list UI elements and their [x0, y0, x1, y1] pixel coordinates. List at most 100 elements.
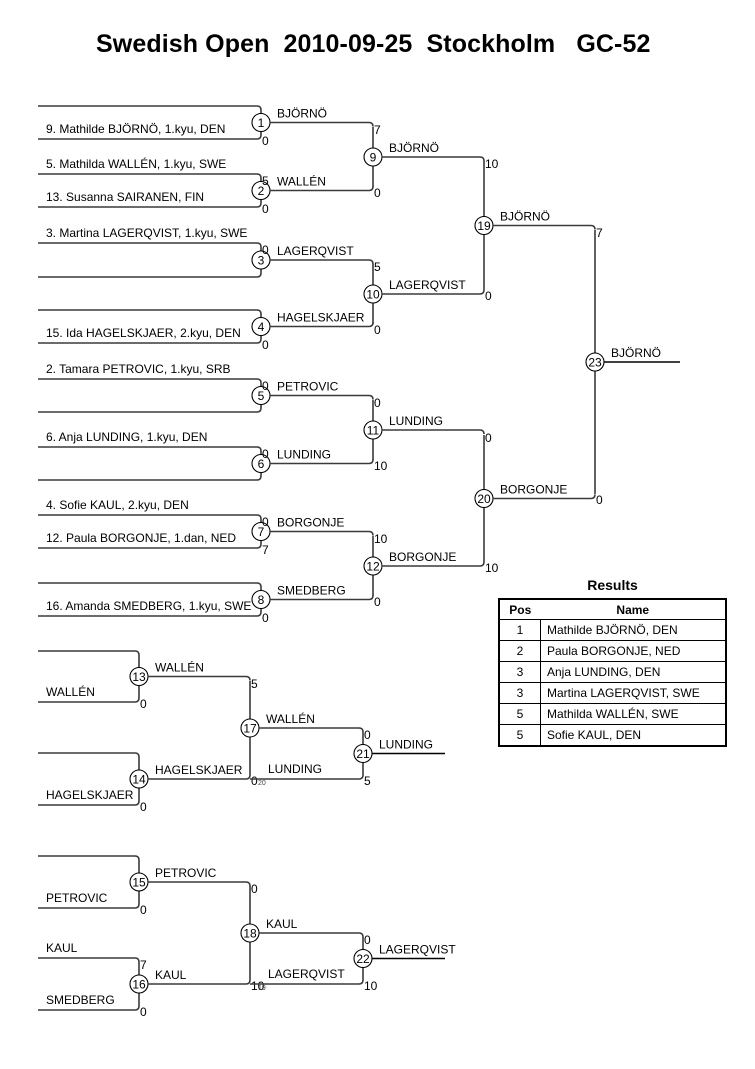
score-bottom: 0	[140, 903, 147, 917]
match-number: 7	[258, 525, 265, 539]
entrant-label: 16. Amanda SMEDBERG, 1.kyu, SWE	[46, 599, 251, 613]
entrant-label: 13. Susanna SAIRANEN, FIN	[46, 190, 204, 204]
entrant-label: 12. Paula BORGONJE, 1.dan, NED	[46, 531, 236, 545]
winner-label: BJÖRNÖ	[611, 346, 661, 360]
match-number: 8	[258, 593, 265, 607]
score-top: 10	[374, 532, 388, 546]
score-top: 0	[262, 243, 269, 257]
winner-label: WALLÉN	[266, 711, 315, 726]
advance-line	[259, 932, 364, 938]
advance-line	[493, 494, 596, 500]
results-pos: 5	[499, 724, 541, 746]
score-top: 0	[262, 379, 269, 393]
score-top: 0	[374, 396, 381, 410]
match-number: 21	[356, 747, 370, 761]
score-bottom: 0	[374, 595, 381, 609]
entrant-label: 2. Tamara PETROVIC, 1.kyu, SRB	[46, 362, 231, 376]
match-number: 16	[132, 978, 146, 992]
advance-line	[270, 186, 374, 192]
advance-line	[382, 561, 485, 567]
winner-label: BJÖRNÖ	[277, 107, 327, 121]
results-pos: 3	[499, 661, 541, 683]
match-number: 23	[588, 356, 602, 370]
entrant-label: KAUL	[46, 941, 78, 955]
results-name: Paula BORGONJE, NED	[540, 640, 726, 662]
score-top: 0	[262, 515, 269, 529]
winner-label: BJÖRNÖ	[500, 210, 550, 224]
match-number: 9	[370, 151, 377, 165]
match-number: 12	[366, 560, 380, 574]
match-number: 18	[243, 927, 257, 941]
winner-label: HAGELSKJAER	[155, 763, 243, 777]
score-top: 7	[374, 123, 381, 137]
bracket-line	[38, 378, 262, 413]
advance-line	[270, 595, 374, 601]
source-match-ref: 19	[258, 985, 266, 992]
winner-label: BORGONJE	[277, 516, 344, 530]
entrant-label: PETROVIC	[46, 891, 108, 905]
score-top: 0	[251, 882, 258, 896]
advance-line	[382, 429, 485, 435]
advance-line	[382, 156, 485, 162]
entrant-label: LUNDING	[268, 762, 322, 776]
score-bottom: 0	[485, 289, 492, 303]
score-bottom: 0	[251, 774, 258, 788]
winner-label: LAGERQVIST	[379, 943, 456, 957]
results-name: Mathilda WALLÉN, SWE	[540, 703, 726, 725]
bracket-line	[38, 242, 262, 278]
score-bottom: 0	[140, 800, 147, 814]
winner-label: BJÖRNÖ	[389, 141, 439, 155]
advance-line	[270, 394, 374, 400]
match-number: 15	[132, 876, 146, 890]
advance-line	[148, 979, 251, 985]
score-bottom: 10	[364, 979, 378, 993]
winner-label: BORGONJE	[500, 483, 567, 497]
entrant-label: 4. Sofie KAUL, 2.kyu, DEN	[46, 498, 189, 512]
match-number: 3	[258, 254, 265, 268]
results-name: Martina LAGERQVIST, SWE	[540, 682, 726, 704]
match-number: 14	[132, 773, 146, 787]
results-name: Sofie KAUL, DEN	[540, 724, 726, 746]
entrant-label: 9. Mathilde BJÖRNÖ, 1.kyu, DEN	[46, 122, 225, 136]
winner-label: LUNDING	[389, 414, 443, 428]
page-title: Swedish Open 2010-09-25 Stockholm GC-52	[96, 30, 651, 58]
results-pos: 1	[499, 619, 541, 641]
match-number: 22	[356, 952, 370, 966]
source-match-ref: 20	[258, 780, 266, 787]
entry-line	[250, 774, 364, 780]
score-bottom: 0	[140, 1005, 147, 1019]
match-number: 5	[258, 389, 265, 403]
winner-label: PETROVIC	[155, 866, 217, 880]
advance-line	[382, 289, 485, 295]
entry-line	[250, 979, 364, 985]
score-top: 10	[485, 157, 499, 171]
advance-line	[270, 530, 374, 536]
match-number: 20	[477, 492, 491, 506]
entrant-label: SMEDBERG	[46, 993, 115, 1007]
match-number: 4	[258, 320, 265, 334]
score-top: 5	[251, 677, 258, 691]
advance-line	[270, 459, 374, 465]
score-top: 0	[262, 447, 269, 461]
winner-label: KAUL	[155, 968, 187, 982]
entrant-label: 15. Ida HAGELSKJAER, 2.kyu, DEN	[46, 326, 241, 340]
match-number: 19	[477, 219, 491, 233]
score-top: 5	[262, 174, 269, 188]
winner-label: WALLÉN	[155, 660, 204, 675]
winner-label: SMEDBERG	[277, 584, 346, 598]
score-top: 0	[364, 933, 371, 947]
entrant-label: 6. Anja LUNDING, 1.kyu, DEN	[46, 430, 207, 444]
results-header-row: Pos Name	[499, 599, 726, 620]
match-number: 6	[258, 457, 265, 471]
advance-line	[148, 881, 251, 887]
match-number: 2	[258, 184, 265, 198]
results-pos: 3	[499, 682, 541, 704]
winner-label: PETROVIC	[277, 380, 339, 394]
results-name: Anja LUNDING, DEN	[540, 661, 726, 683]
